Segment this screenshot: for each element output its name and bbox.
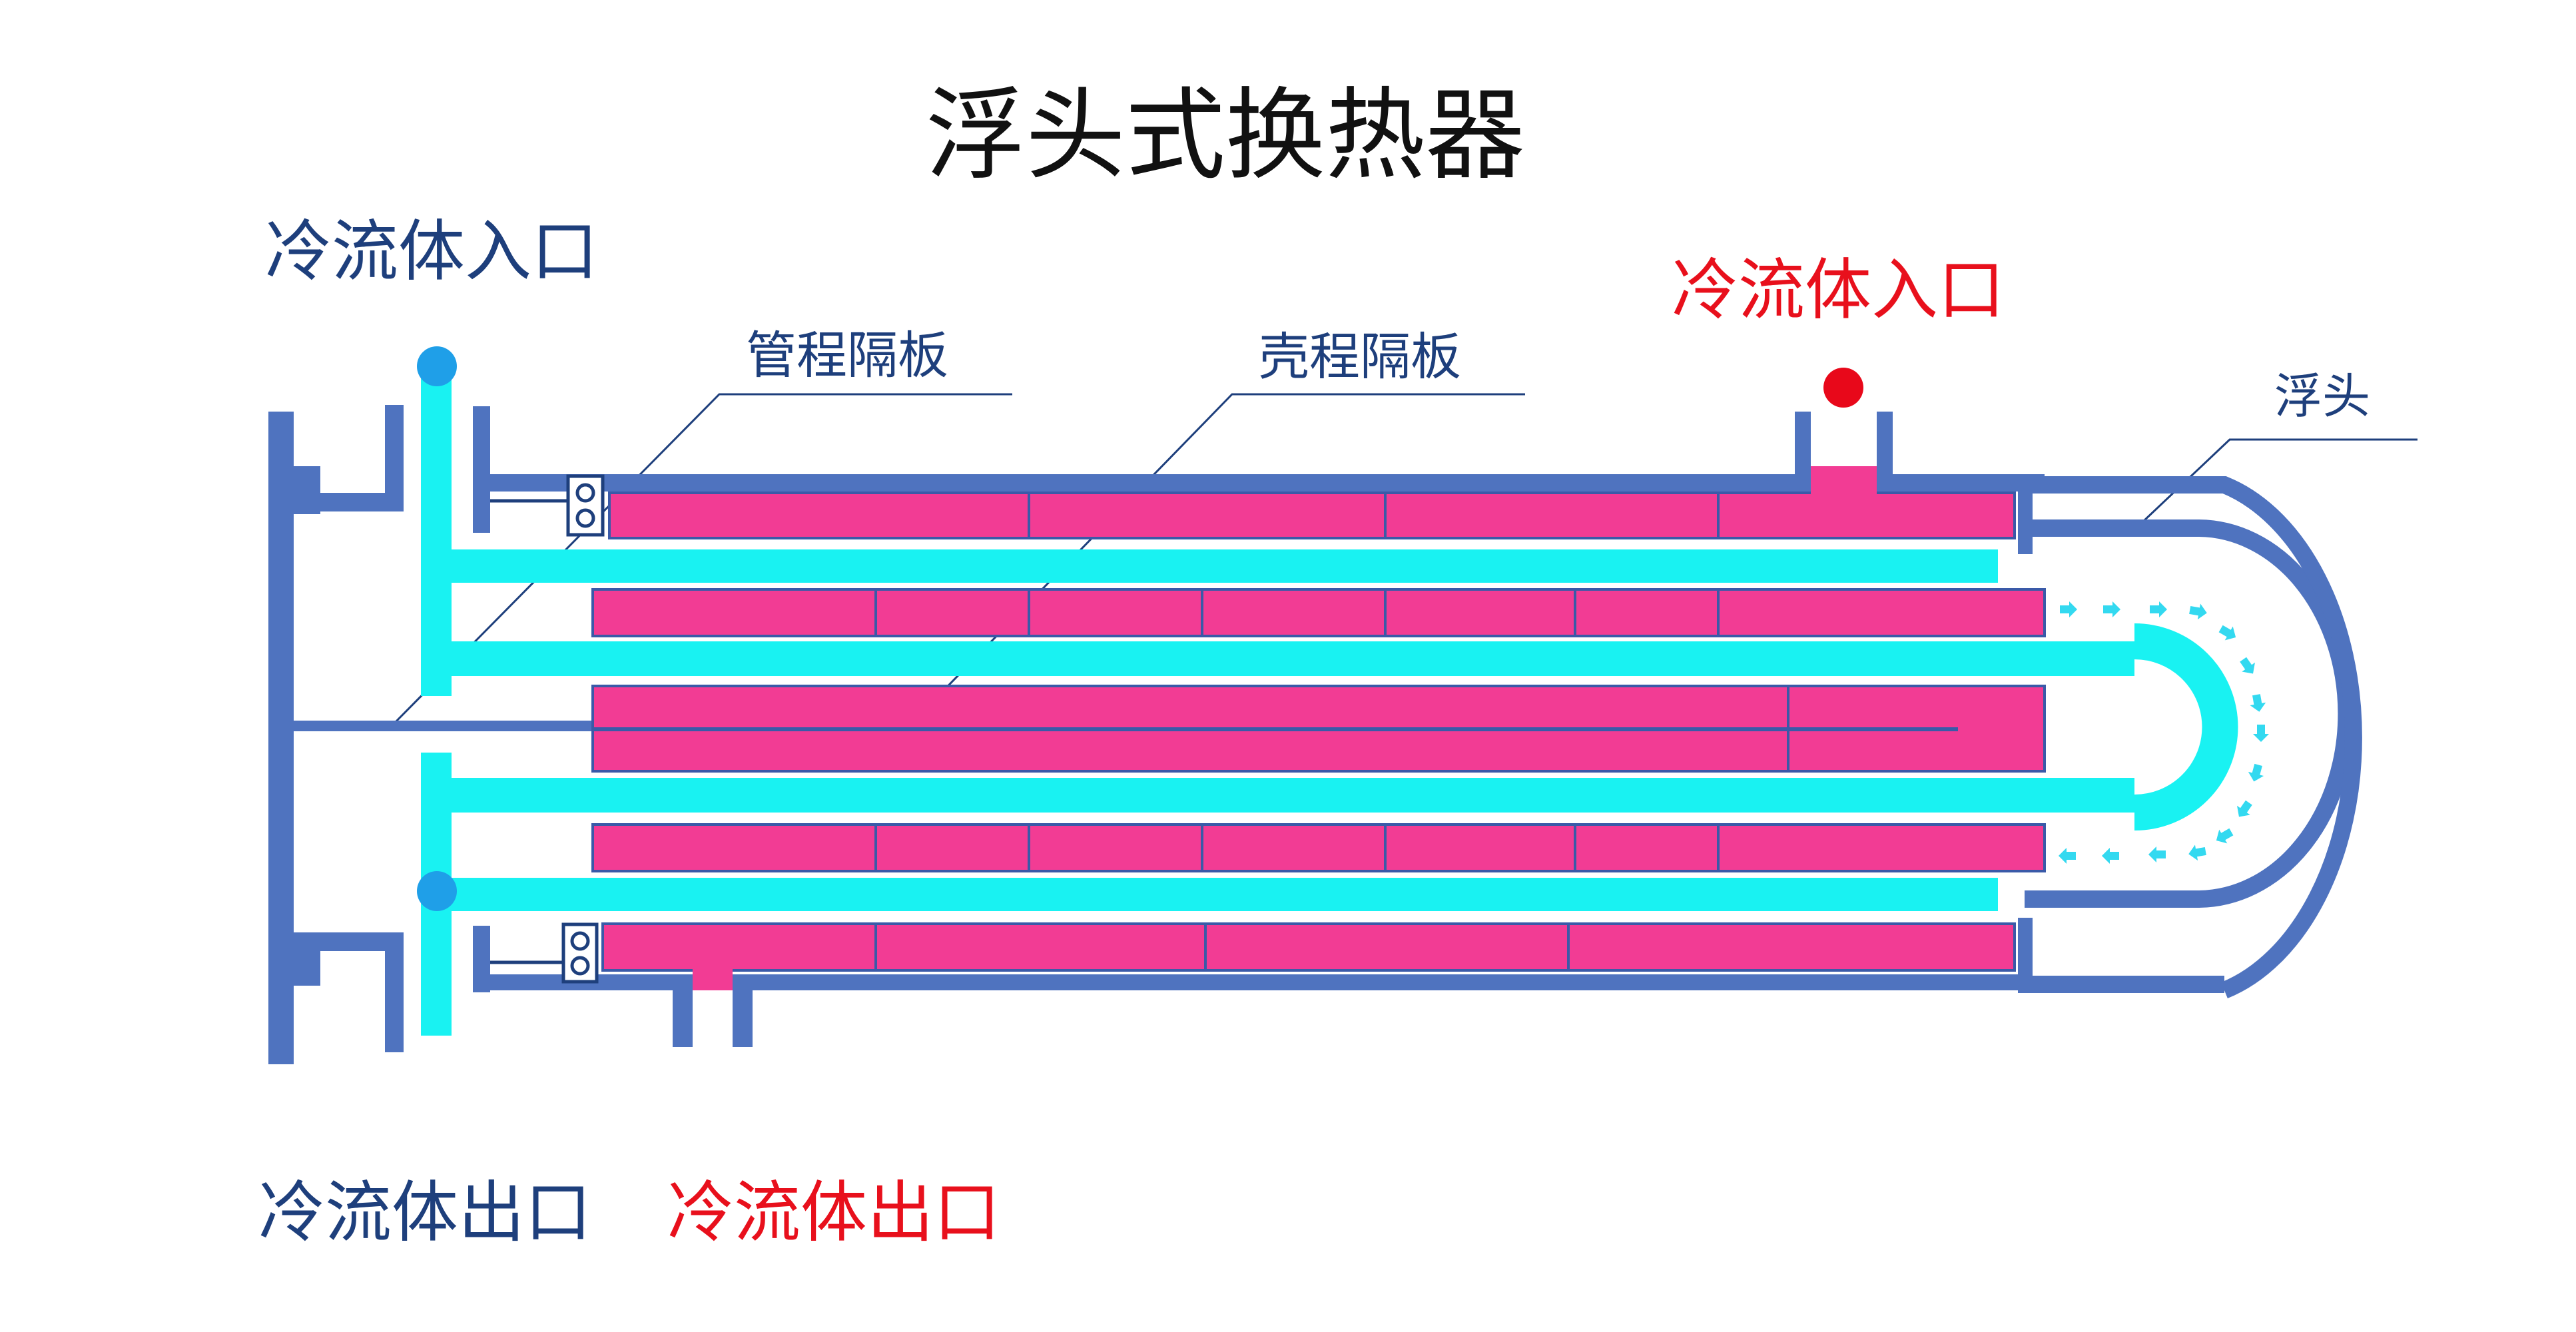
floating-head-flow-arrows	[2059, 601, 2269, 864]
floating-head-label: 浮头	[2274, 368, 2370, 424]
bottom-nozzle-wall-left	[673, 979, 693, 1047]
tube-side-fluid	[421, 373, 2134, 1036]
flow-arrow-icon	[2237, 800, 2252, 817]
shell-row-4-seg-6	[1574, 823, 1720, 872]
floating-head-outer-bottom	[2018, 976, 2224, 993]
tube-fixing-block-top	[490, 474, 605, 537]
channel-upper-flange	[294, 493, 400, 511]
shell-pass-baffle-label: 壳程隔板	[1259, 327, 1461, 386]
cold-outlet-nozzle-dot	[417, 871, 457, 911]
top-nozzle-wall-right	[1877, 412, 1893, 485]
flow-arrow-icon	[2248, 763, 2264, 782]
shell-row-4-seg-5	[1384, 823, 1576, 872]
tube-pass-baffle-label: 管程隔板	[746, 326, 948, 385]
shell-row-2-seg-5	[1384, 588, 1576, 637]
shell-row-4-seg-1	[591, 823, 877, 872]
flow-arrow-icon	[2188, 844, 2206, 861]
bottom-nozzle-fluid	[693, 969, 733, 990]
channel-lower-wall	[385, 932, 404, 1052]
floating-head-inner-cover	[2025, 519, 2356, 908]
flow-arrow-icon	[2189, 603, 2207, 620]
cold-fluid-outlet-left-label: 冷流体出口	[258, 1173, 591, 1251]
shell-row-1-seg-2	[1028, 492, 1387, 539]
tube-4	[426, 878, 1998, 911]
top-nozzle-fluid	[1811, 466, 1877, 494]
channel-lower-flange	[294, 932, 400, 951]
flow-arrow-icon	[2148, 846, 2166, 862]
shell-row-1-seg-4	[1717, 492, 2016, 539]
shell-row-5-seg-4	[1567, 922, 2016, 972]
tube-3	[426, 778, 2134, 813]
shell-row-5-seg-2	[874, 922, 1207, 972]
flow-arrow-icon	[2103, 601, 2120, 617]
shell-row-4-seg-7	[1717, 823, 2046, 872]
shell-row-1-seg-1	[608, 492, 1030, 539]
cold-inlet-nozzle-dot	[417, 346, 457, 386]
tube-2	[426, 641, 2134, 676]
pass-partition-plate	[294, 721, 593, 731]
hot-inlet-nozzle-dot	[1823, 368, 1863, 408]
shell-row-2-seg-3	[1028, 588, 1203, 637]
shell-row-4-seg-4	[1201, 823, 1387, 872]
shell-row-2-seg-7	[1717, 588, 2046, 637]
bottom-nozzle-wall-right	[733, 979, 753, 1047]
flow-arrow-icon	[2253, 725, 2269, 742]
flow-arrow-icon	[2059, 848, 2076, 864]
u-tube-bend	[2134, 623, 2238, 831]
floating-head-outer-cover	[2025, 476, 2362, 999]
flow-arrow-icon	[2218, 625, 2236, 641]
channel-upper-wall	[385, 405, 404, 511]
shell-row-1-seg-3	[1384, 492, 1720, 539]
shell-row-2-seg-6	[1574, 588, 1720, 637]
shell-row-2-seg-2	[874, 588, 1030, 637]
page-title: 浮头式换热器	[926, 78, 1525, 194]
tubesheet-upper	[473, 406, 490, 533]
tube-baffle-leader	[392, 393, 1012, 726]
shell-top-wall	[473, 474, 2025, 492]
tube-fixing-block-bottom	[490, 922, 599, 984]
floating-tubesheet-lower	[2018, 918, 2033, 991]
flow-arrow-icon	[2240, 657, 2255, 674]
flow-arrow-icon	[2250, 694, 2266, 712]
shell-row-4-seg-3	[1028, 823, 1203, 872]
shell-row-4-seg-2	[874, 823, 1030, 872]
floating-head-leader	[2130, 438, 2417, 534]
flow-arrow-icon	[2102, 848, 2119, 864]
shell-row-2-seg-4	[1201, 588, 1387, 637]
flow-arrow-icon	[2150, 601, 2167, 617]
floating-head	[2025, 476, 2362, 999]
flow-arrow-icon	[2060, 601, 2077, 617]
shell-row-5-seg-1	[601, 922, 877, 972]
cold-fluid-inlet-right-label: 冷流体入口	[1672, 251, 2005, 329]
flow-arrow-icon	[2216, 828, 2234, 844]
tube-1	[426, 549, 1998, 583]
shell-row-5-seg-3	[1204, 922, 1570, 972]
cold-fluid-inlet-left-label: 冷流体入口	[265, 212, 598, 290]
shell-row-2-seg-1	[591, 588, 877, 637]
floating-head-outer-top-stub	[2018, 474, 2045, 493]
left-cover-plate	[268, 412, 294, 1064]
cold-fluid-outlet-right-label: 冷流体出口	[667, 1173, 1000, 1251]
top-nozzle-wall-left	[1795, 412, 1811, 485]
